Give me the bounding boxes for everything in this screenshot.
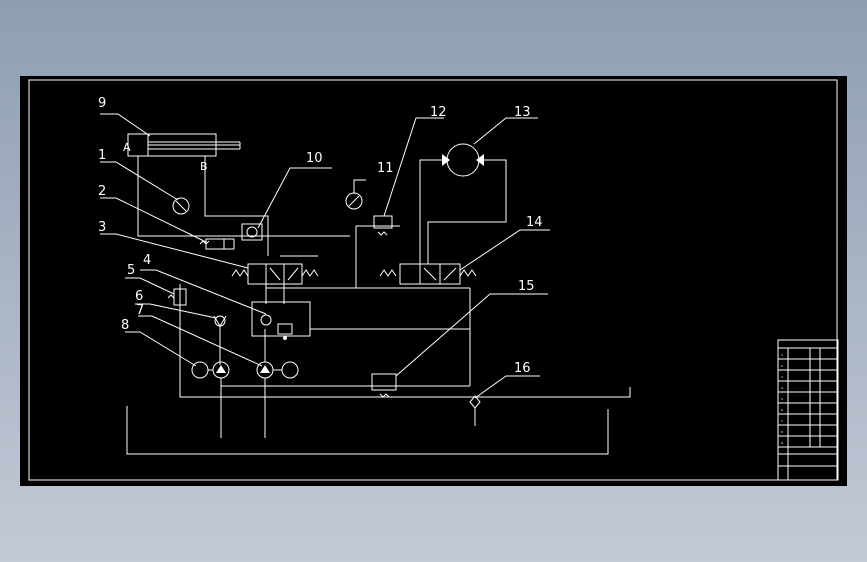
return-line	[179, 284, 631, 398]
callout-10: 10	[306, 151, 323, 166]
callout-3: 3	[98, 220, 106, 235]
pump-motor-left	[191, 361, 230, 438]
pump-motor-right	[256, 329, 299, 438]
callout-13: 13	[514, 105, 531, 120]
parts-list-row-number: 9	[781, 441, 783, 445]
callout-6: 6	[135, 289, 143, 304]
hydraulic-schematic: A B	[28, 79, 839, 481]
parts-list-row-number: 4	[781, 386, 783, 390]
cylinder-port-b: B	[200, 160, 208, 173]
directional-valve-3	[231, 263, 319, 285]
directional-valve-14	[379, 263, 477, 285]
cylinder-port-a: A	[123, 141, 131, 154]
callout-1: 1	[98, 148, 106, 163]
callout-15: 15	[518, 279, 535, 294]
parts-list-row-number: 8	[781, 430, 783, 434]
parts-list-row-number: 7	[781, 419, 783, 423]
oil-tank	[126, 406, 609, 455]
parts-list-row-number: 2	[781, 364, 783, 368]
parts-list-row-number: 5	[781, 397, 783, 401]
parts-list-row-number: 1	[781, 353, 783, 357]
check-valve-10	[241, 223, 263, 241]
callout-4: 4	[143, 253, 151, 268]
hydraulic-cylinder: A B	[123, 133, 241, 173]
drawing-frame	[28, 79, 838, 481]
callout-16: 16	[514, 361, 531, 376]
line-a	[137, 156, 350, 237]
leader-lines	[100, 113, 550, 399]
relief-valve-12	[373, 215, 393, 236]
line-b	[204, 156, 269, 256]
callout-12: 12	[430, 105, 447, 120]
callout-7: 7	[136, 303, 144, 318]
relief-valve-5	[167, 288, 187, 306]
parts-list-row-number: 6	[781, 408, 783, 412]
callout-14: 14	[526, 215, 543, 230]
check-valve-6	[213, 315, 227, 365]
callout-9: 9	[98, 96, 106, 111]
pressure-gauge-icon	[172, 197, 190, 215]
pressure-valve-2	[199, 238, 235, 250]
filter-16	[469, 395, 481, 426]
callout-11: 11	[377, 161, 394, 176]
drawing-sheet: A B	[20, 76, 847, 486]
valve-block-4	[251, 301, 311, 340]
callout-2: 2	[98, 184, 106, 199]
callout-8: 8	[121, 318, 129, 333]
parts-list-table: 1 2 3 4 5 6 7 8 9	[777, 339, 839, 481]
pressure-valve-15	[371, 373, 397, 398]
callout-5: 5	[127, 263, 135, 278]
hydraulic-motor-13	[419, 143, 507, 264]
parts-list-row-number: 3	[781, 375, 783, 379]
